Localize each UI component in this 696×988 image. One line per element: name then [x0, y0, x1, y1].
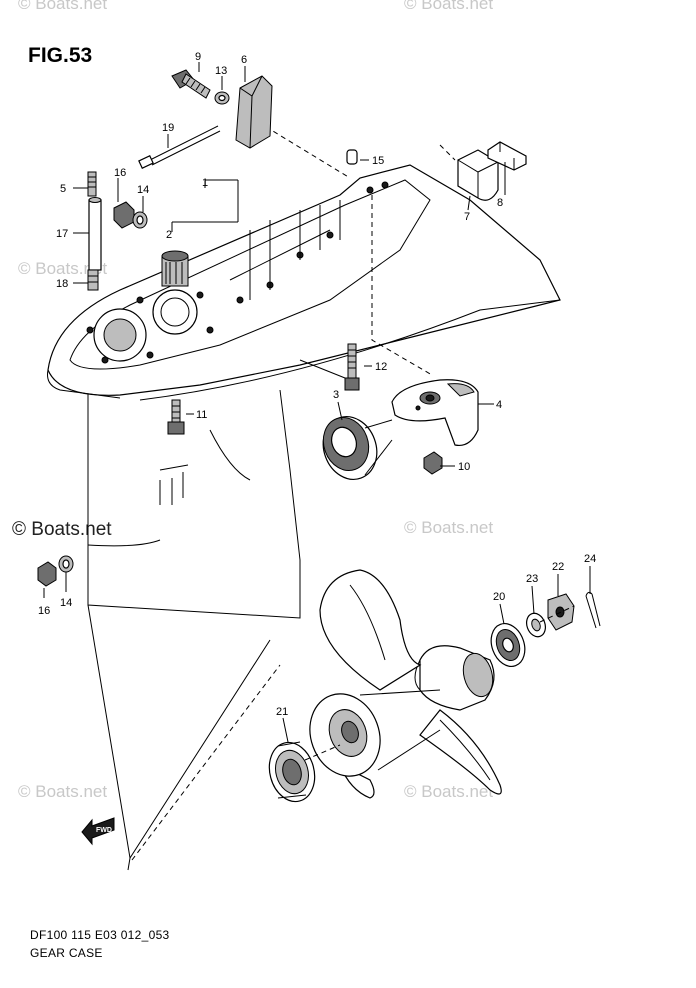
propeller [309, 569, 502, 799]
part-plug-16-lower [37, 561, 57, 587]
gear-case-housing [47, 164, 561, 871]
part-plug-16 [113, 201, 135, 229]
callout-6: 6 [241, 54, 247, 66]
callout-16: 16 [114, 167, 126, 179]
part-spacer-21 [268, 741, 316, 803]
part-bolt-9 [171, 69, 211, 99]
callout-4: 4 [496, 399, 502, 411]
part-tube-17 [88, 199, 102, 271]
callout-10: 10 [458, 461, 470, 473]
part-bolt-12 [344, 343, 360, 391]
part-tie-19 [149, 125, 221, 166]
callout-1: 1 [202, 177, 208, 189]
figure-title: FIG.53 [28, 44, 93, 67]
callout-9: 9 [195, 51, 201, 63]
watermark: © Boats.net [404, 518, 494, 537]
callout-14: 14 [137, 184, 149, 196]
callout-18: 18 [56, 278, 68, 290]
callout-5: 5 [60, 183, 66, 195]
diagram-code: DF100 115 E03 012_053 [30, 928, 170, 942]
watermark: © Boats.net [18, 0, 108, 13]
watermark: © Boats.net [404, 782, 494, 801]
callout-16-lower: 16 [38, 605, 50, 617]
callout-3: 3 [333, 389, 339, 401]
watermark: © Boats.net [18, 782, 108, 801]
callout-12: 12 [375, 361, 387, 373]
callout-7: 7 [464, 211, 470, 223]
callout-14-lower: 14 [60, 597, 72, 609]
callout-15: 15 [372, 155, 384, 167]
fwd-label: FWD [96, 827, 112, 834]
callout-17: 17 [56, 228, 68, 240]
callout-11: 11 [196, 409, 207, 421]
part-fitting-18 [87, 269, 99, 291]
callout-22: 22 [552, 561, 564, 573]
callout-20: 20 [493, 591, 505, 603]
diagram-name: GEAR CASE [30, 946, 103, 960]
callout-13: 13 [215, 65, 227, 77]
part-trim-tab-4 [391, 379, 479, 447]
callout-8: 8 [497, 197, 503, 209]
callout-19: 19 [162, 122, 174, 134]
watermark: © Boats.net [18, 259, 108, 278]
part-bolt-11 [167, 399, 185, 435]
part-anode-6 [235, 75, 273, 149]
callout-2: 2 [166, 229, 172, 241]
part-pin-15 [346, 149, 358, 165]
part-fitting-5 [87, 171, 97, 197]
callout-21: 21 [276, 706, 288, 718]
callout-24: 24 [584, 553, 596, 565]
watermark-main: © Boats.net [12, 519, 112, 540]
part-nut-10 [423, 451, 443, 475]
part-washer-20 [490, 623, 526, 667]
part-bearing-3 [322, 416, 393, 480]
fwd-arrow: FWD [81, 817, 115, 846]
part-cotter-pin-24 [585, 591, 601, 629]
watermark: © Boats.net [404, 0, 494, 13]
callout-23: 23 [526, 573, 538, 585]
